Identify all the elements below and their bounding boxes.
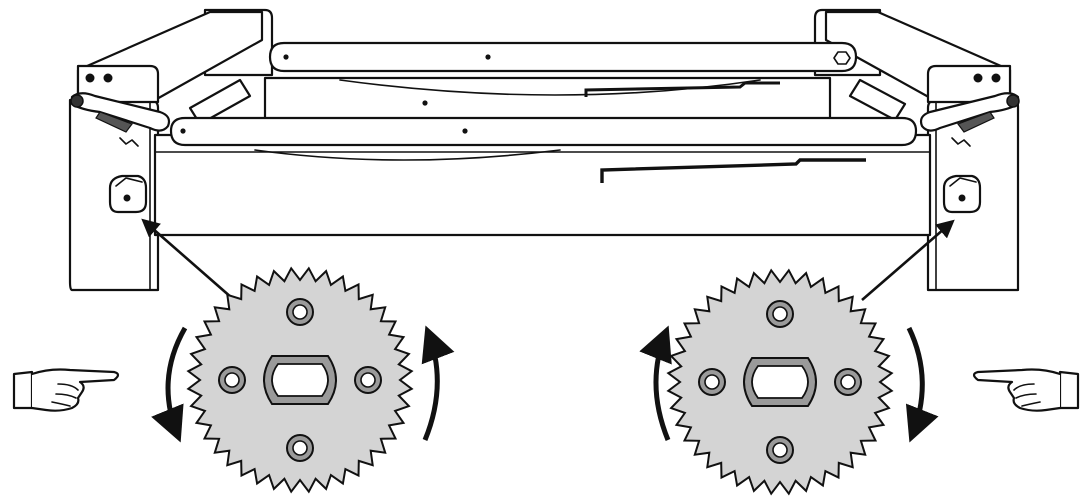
gear-hole-2	[360, 372, 376, 388]
gear-center-slot	[751, 365, 809, 399]
gear-center-slot	[271, 363, 329, 397]
upper-bar-nut	[833, 51, 851, 65]
front-recess	[254, 149, 561, 161]
gear-hole-1	[772, 306, 788, 322]
upper-crossbar	[268, 41, 858, 73]
front-board	[153, 133, 932, 237]
lower-bar-hole-1	[180, 128, 186, 134]
right-top-hole-2	[991, 73, 1001, 83]
upper-bar-hole-1	[283, 54, 289, 60]
right-inner-bracket	[848, 78, 907, 122]
right-gear	[666, 268, 894, 496]
right-gear-rotation-arrow-up	[639, 325, 672, 441]
lower-bar-hole-2	[462, 128, 468, 134]
left-top-hole-1	[85, 73, 95, 83]
pointing-hand-left-icon	[972, 368, 1080, 412]
right-gear-rotation-arrow-down	[905, 326, 939, 443]
gear-hole-3	[772, 442, 788, 458]
lower-crossbar	[169, 116, 918, 147]
lower-slot	[600, 158, 866, 183]
upper-bar-hole-2	[485, 54, 491, 60]
right-hub-socket	[942, 174, 982, 214]
frame	[68, 8, 1020, 292]
back-board-hole	[422, 100, 428, 106]
gear-hole-3	[292, 440, 308, 456]
left-pointer-arrow	[141, 218, 233, 299]
right-top-hole-1	[973, 73, 983, 83]
left-gear-rotation-arrow-up	[421, 325, 455, 441]
left-gear-rotation-arrow-down	[151, 326, 188, 443]
left-top-block	[76, 64, 160, 104]
left-hub-socket	[108, 174, 148, 214]
left-gear	[186, 266, 414, 494]
gear-hole-2	[840, 374, 856, 390]
gear-hole-1	[292, 304, 308, 320]
pointing-hand-right-icon	[12, 368, 120, 412]
gear-hole-4	[704, 374, 720, 390]
right-pointer-arrow	[861, 219, 955, 301]
left-top-hole-2	[103, 73, 113, 83]
upper-slot	[584, 81, 780, 97]
gear-hole-4	[224, 372, 240, 388]
right-latch-handle	[919, 92, 1020, 147]
left-latch-handle	[70, 92, 171, 147]
